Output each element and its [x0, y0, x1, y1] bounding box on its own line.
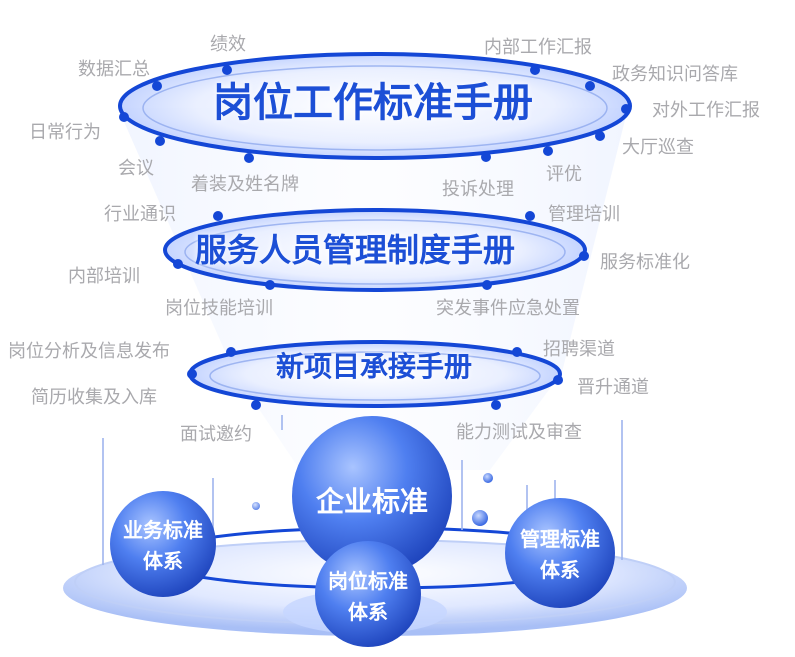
label-performance: 绩效 [210, 34, 246, 55]
sphere-label-business-line2: 体系 [143, 549, 183, 573]
label-internal-report: 内部工作汇报 [484, 37, 592, 58]
label-meeting: 会议 [118, 158, 154, 179]
label-ability-test: 能力测试及审查 [456, 422, 582, 443]
sphere-label-management-line2: 体系 [540, 558, 580, 582]
label-dress: 着装及姓名牌 [191, 174, 299, 195]
label-internal-training: 内部培训 [68, 266, 140, 287]
sphere-label-position-line1: 岗位标准 [328, 569, 408, 593]
label-hall-patrol: 大厅巡查 [622, 137, 694, 158]
sphere-business-standard [110, 491, 216, 597]
label-recruit-channel: 招聘渠道 [543, 339, 615, 360]
sphere-management-standard [505, 498, 615, 608]
label-management-training: 管理培训 [548, 204, 620, 225]
sphere-label-position-line2: 体系 [348, 600, 388, 624]
label-emergency: 突发事件应急处置 [436, 298, 580, 319]
sphere-position-standard [315, 541, 421, 647]
label-external-report: 对外工作汇报 [652, 100, 760, 121]
label-data-summary: 数据汇总 [78, 59, 150, 80]
sphere-label-management-line1: 管理标准 [520, 527, 600, 551]
sphere-label-business: 业务标准 体系 [113, 515, 213, 577]
label-daily-behavior: 日常行为 [29, 122, 101, 143]
label-complaint: 投诉处理 [442, 179, 514, 200]
label-gov-knowledge: 政务知识问答库 [612, 64, 738, 85]
ring-title-bottom: 新项目承接手册 [276, 350, 473, 383]
ring-dots [119, 65, 631, 410]
sphere-enterprise-standard [292, 416, 452, 576]
label-interview: 面试邀约 [180, 424, 252, 445]
ring-middle [163, 208, 587, 292]
sphere-label-management: 管理标准 体系 [510, 524, 610, 586]
label-resume: 简历收集及入库 [31, 387, 157, 408]
label-position-skills: 岗位技能培训 [165, 298, 273, 319]
label-service-standardization: 服务标准化 [600, 252, 690, 273]
label-awards: 评优 [546, 164, 582, 185]
label-industry-knowledge: 行业通识 [104, 204, 176, 225]
sphere-label-business-line1: 业务标准 [123, 518, 203, 542]
label-position-analysis: 岗位分析及信息发布 [8, 341, 170, 362]
ring-title-top: 岗位工作标准手册 [213, 80, 533, 126]
sphere-label-position: 岗位标准 体系 [318, 566, 418, 628]
label-promotion: 晋升通道 [577, 377, 649, 398]
ring-title-middle: 服务人员管理制度手册 [195, 231, 516, 269]
sphere-label-enterprise: 企业标准 [315, 485, 428, 518]
